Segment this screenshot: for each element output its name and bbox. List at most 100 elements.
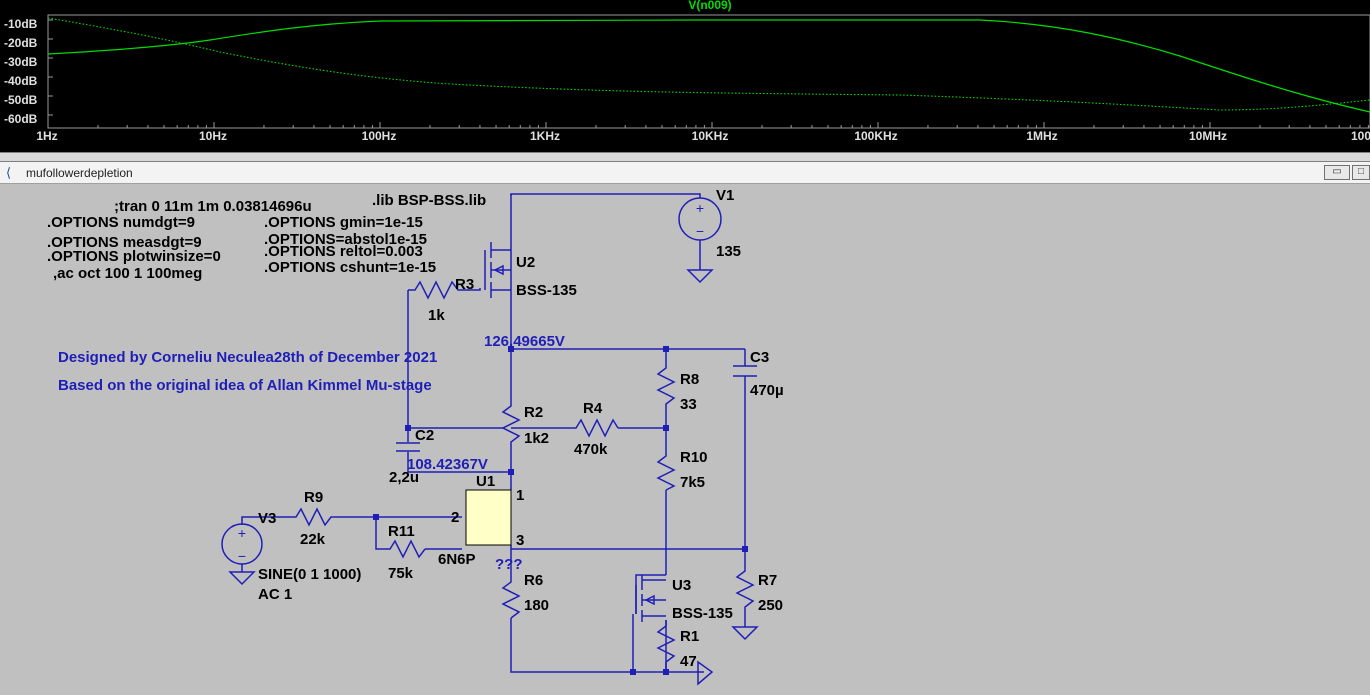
- resistor-r8[interactable]: [656, 362, 676, 410]
- component-value-r4[interactable]: 470k: [574, 441, 608, 458]
- directive-measdgt[interactable]: .OPTIONS measdgt=9: [47, 234, 202, 251]
- component-name-r7[interactable]: R7: [758, 572, 777, 589]
- mosfet-u3[interactable]: [635, 575, 666, 622]
- directive-plotwinsize[interactable]: .OPTIONS plotwinsize=0: [47, 248, 221, 265]
- component-name-c2[interactable]: C2: [415, 427, 434, 444]
- component-name-u3[interactable]: U3: [672, 577, 691, 594]
- wire[interactable]: [510, 618, 704, 673]
- resistor-r3[interactable]: [408, 280, 463, 300]
- wire[interactable]: [241, 516, 290, 525]
- waveform-plot[interactable]: V(n009) -10dB -20dB -30dB -40dB -50dB -6…: [0, 0, 1370, 152]
- y-tick-label: -60dB: [4, 112, 38, 126]
- directive-reltol[interactable]: .OPTIONS reltol=0.003: [264, 243, 423, 260]
- component-value-r9[interactable]: 22k: [300, 531, 326, 548]
- resistor-r7[interactable]: [731, 565, 759, 641]
- component-name-r11[interactable]: R11: [388, 523, 415, 540]
- component-name-r8[interactable]: R8: [680, 371, 699, 388]
- node-voltage-unknown[interactable]: ???: [495, 556, 523, 573]
- component-name-v3[interactable]: V3: [258, 510, 276, 527]
- trace-title[interactable]: V(n009): [688, 0, 731, 12]
- pane-separator[interactable]: [0, 152, 1370, 162]
- junction-node[interactable]: [663, 425, 669, 431]
- mosfet-u2[interactable]: [484, 240, 512, 298]
- voltage-source-v1[interactable]: + −: [678, 197, 722, 284]
- wire[interactable]: [375, 517, 385, 550]
- resistor-r2[interactable]: [501, 400, 521, 445]
- resistor-r9[interactable]: [290, 507, 336, 527]
- component-name-r1[interactable]: R1: [680, 628, 699, 645]
- schematic-titlebar[interactable]: ⟨ mufollowerdepletion ▭ □: [0, 162, 1370, 184]
- x-axis-minor-ticks: [47, 122, 1369, 128]
- component-name-u2[interactable]: U2: [516, 254, 535, 271]
- minimize-button[interactable]: ▭: [1324, 165, 1350, 180]
- directive-tran[interactable]: ;tran 0 11m 1m 0.03814696u: [114, 198, 312, 215]
- component-value-r1[interactable]: 47: [680, 653, 697, 670]
- magnitude-trace[interactable]: [47, 19, 1370, 113]
- directive-gmin[interactable]: .OPTIONS gmin=1e-15: [264, 214, 423, 231]
- component-value-r7[interactable]: 250: [758, 597, 783, 614]
- component-name-r9[interactable]: R9: [304, 489, 323, 506]
- component-name-r10[interactable]: R10: [680, 449, 708, 466]
- schematic-drawing[interactable]: ;tran 0 11m 1m 0.03814696u .lib BSP-BSS.…: [0, 184, 1370, 695]
- ground-icon: [731, 626, 759, 641]
- component-value-u1[interactable]: 6N6P: [438, 551, 476, 568]
- waveform-plot-pane[interactable]: V(n009) -10dB -20dB -30dB -40dB -50dB -6…: [0, 0, 1370, 152]
- wire[interactable]: [510, 193, 701, 198]
- component-value-r11[interactable]: 75k: [388, 565, 414, 582]
- component-value-u3[interactable]: BSS-135: [672, 605, 733, 622]
- resistor-r11[interactable]: [385, 539, 426, 559]
- component-value-r2[interactable]: 1k2: [524, 430, 549, 447]
- directive-lib[interactable]: .lib BSP-BSS.lib: [372, 192, 486, 209]
- component-value-v3[interactable]: SINE(0 1 1000): [258, 566, 361, 583]
- component-value-c2[interactable]: 2,2u: [389, 469, 419, 486]
- designer-note[interactable]: Designed by Corneliu Neculea28th of Dece…: [58, 349, 437, 366]
- resistor-r10[interactable]: [656, 448, 676, 491]
- component-value-v1[interactable]: 135: [716, 243, 741, 260]
- junction-node[interactable]: [405, 425, 411, 431]
- junction-node[interactable]: [742, 546, 748, 552]
- component-name-r6[interactable]: R6: [524, 572, 543, 589]
- based-on-note[interactable]: Based on the original idea of Allan Kimm…: [58, 377, 432, 394]
- directive-abstol[interactable]: .OPTIONS=abstol1e-15: [264, 231, 427, 248]
- capacitor-c3[interactable]: [733, 365, 757, 377]
- directive-ac[interactable]: ,ac oct 100 1 100meg: [53, 265, 202, 282]
- tube-u1[interactable]: [465, 489, 512, 546]
- component-value-c3[interactable]: 470µ: [750, 382, 784, 399]
- node-voltage-mid[interactable]: 108.42367V: [407, 456, 488, 473]
- junction-node[interactable]: [663, 346, 669, 352]
- phase-trace[interactable]: [47, 17, 1370, 111]
- component-ac-v3[interactable]: AC 1: [258, 586, 292, 603]
- junction-node[interactable]: [508, 469, 514, 475]
- junction-node[interactable]: [373, 514, 379, 520]
- component-name-v1[interactable]: V1: [716, 187, 734, 204]
- resistor-r6[interactable]: [501, 576, 521, 619]
- component-value-r8[interactable]: 33: [680, 396, 697, 413]
- component-name-r3[interactable]: R3: [455, 276, 474, 293]
- output-port-icon[interactable]: [697, 660, 714, 686]
- resistor-r1[interactable]: [656, 620, 676, 672]
- node-voltage-top[interactable]: 126.49665V: [484, 333, 565, 350]
- u1-pin1-label: 1: [516, 487, 524, 504]
- component-value-r6[interactable]: 180: [524, 597, 549, 614]
- x-tick-label: 1MHz: [1026, 129, 1057, 143]
- component-value-u2[interactable]: BSS-135: [516, 282, 577, 299]
- schematic-canvas[interactable]: ;tran 0 11m 1m 0.03814696u .lib BSP-BSS.…: [0, 184, 1370, 695]
- junction-node[interactable]: [508, 346, 514, 352]
- maximize-button[interactable]: □: [1352, 165, 1370, 180]
- wire[interactable]: [407, 452, 511, 473]
- component-name-u1[interactable]: U1: [476, 473, 495, 490]
- directive-numdgt[interactable]: .OPTIONS numdgt=9: [47, 214, 195, 231]
- capacitor-c2[interactable]: [396, 442, 420, 452]
- wire[interactable]: [463, 288, 481, 291]
- component-name-r2[interactable]: R2: [524, 404, 543, 421]
- ground-icon: [686, 269, 714, 284]
- component-name-r4[interactable]: R4: [583, 400, 603, 417]
- directive-cshunt[interactable]: .OPTIONS cshunt=1e-15: [264, 259, 436, 276]
- resistor-r4[interactable]: [570, 418, 619, 438]
- component-value-r10[interactable]: 7k5: [680, 474, 705, 491]
- voltage-source-v3[interactable]: + −: [221, 523, 263, 586]
- component-value-r3[interactable]: 1k: [428, 307, 445, 324]
- wire[interactable]: [635, 574, 666, 614]
- component-name-c3[interactable]: C3: [750, 349, 769, 366]
- junction-node[interactable]: [630, 669, 636, 675]
